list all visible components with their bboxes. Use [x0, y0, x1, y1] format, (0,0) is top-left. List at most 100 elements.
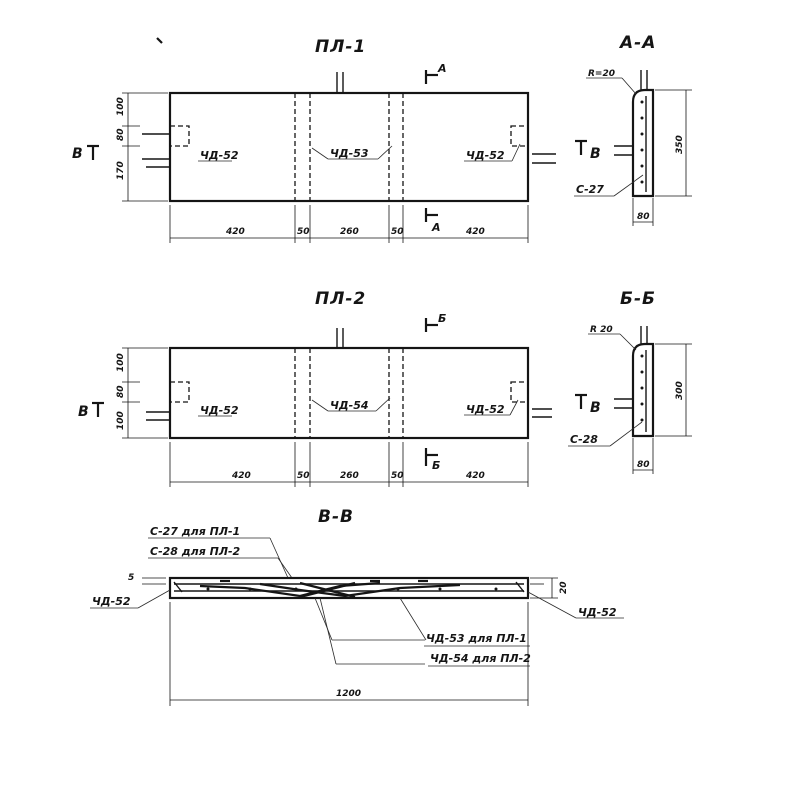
sec-a-outline	[631, 88, 655, 198]
svg-text:420: 420	[231, 471, 251, 481]
section-b-b: Б-Б R 20 В С-28 300	[568, 289, 692, 474]
pl1-dim-chain-left: 100 80 170	[116, 92, 168, 202]
svg-text:5: 5	[128, 573, 134, 583]
sec-a-radius-leader	[621, 77, 637, 95]
svg-text:260: 260	[340, 227, 359, 237]
sec-v-mark-right-leader	[527, 591, 577, 619]
pl1-title: ПЛ-1	[315, 37, 366, 57]
svg-text:80: 80	[116, 128, 126, 141]
svg-text:80: 80	[637, 212, 650, 222]
sec-b-radius: R 20	[590, 325, 613, 335]
pl1-plate-right	[510, 125, 529, 147]
pl1-dim-chain-bottom: 420 50 260 50 420	[169, 205, 529, 243]
pl2-plate-right	[510, 381, 529, 403]
svg-text:В: В	[590, 146, 601, 162]
sec-v-cover-dim: 5	[128, 573, 166, 585]
sec-a-rebar-dots	[640, 100, 644, 184]
sec-a-radius: R=20	[588, 69, 615, 79]
sec-v-mark-left: ЧД-52	[92, 595, 131, 608]
svg-text:В: В	[590, 400, 601, 416]
pl1-mark-left: ЧД-52	[200, 149, 239, 162]
pl2-mark-center-leader	[375, 397, 391, 412]
sec-v-note-mesh-pl2: С-28 для ПЛ-2	[150, 545, 241, 558]
pl1-view-mark: В	[72, 144, 99, 162]
pl2-cut-bottom: Б	[424, 448, 440, 472]
pl2-dim-chain-bottom: 420 50 260 50 420	[169, 442, 529, 487]
stray-mark	[156, 37, 163, 44]
svg-text:80: 80	[637, 460, 650, 470]
sec-v-cross-bar-2	[299, 581, 356, 599]
svg-text:260: 260	[340, 471, 359, 481]
svg-text:А: А	[437, 62, 447, 75]
sec-a-title: А-А	[618, 33, 656, 53]
svg-text:А: А	[431, 221, 441, 234]
pl2-slab-outline	[168, 346, 530, 440]
svg-text:80: 80	[116, 385, 126, 398]
pl1-mark-right-leader	[511, 143, 521, 162]
sec-b-title: Б-Б	[620, 289, 656, 309]
sec-v-length-dim: 1200	[169, 602, 529, 706]
sec-v-mark-left-leader	[137, 589, 171, 609]
svg-text:50: 50	[391, 227, 404, 237]
svg-text:100: 100	[116, 353, 126, 372]
pl1-mark-right: ЧД-52	[466, 149, 505, 162]
sec-v-thickness-dim: 20	[530, 577, 569, 599]
sec-v-bar-leader-1	[314, 597, 333, 641]
sec-b-view-mark: В	[575, 393, 601, 416]
pl1-mark-center: ЧД-53	[330, 147, 369, 160]
sec-b-height-dim: 300	[655, 343, 692, 437]
sec-v-note-bar-pl1: ЧД-53 для ПЛ-1	[426, 632, 527, 645]
sec-v-diagonal-bar-2	[259, 582, 461, 598]
pl2-dim-chain-left: 100 80 100	[116, 347, 168, 439]
plan-pl2: ПЛ-2 Б Б В ЧД-52 ЧД-54	[78, 289, 552, 487]
sec-b-mesh: С-28	[570, 433, 598, 446]
svg-text:Б: Б	[432, 459, 440, 472]
pl1-cut-top: А	[424, 62, 447, 84]
svg-text:В: В	[78, 404, 89, 420]
pl2-title: ПЛ-2	[315, 289, 366, 309]
sec-v-title: В-В	[318, 507, 354, 527]
svg-text:1200: 1200	[336, 689, 361, 699]
sec-a-height-dim: 350	[655, 89, 692, 197]
svg-text:Б: Б	[438, 312, 446, 325]
sec-b-mesh-leader	[609, 421, 643, 447]
pl1-mark-center-leader-2	[311, 147, 329, 160]
pl2-mark-left: ЧД-52	[200, 404, 239, 417]
sec-v-slab-outline	[168, 576, 530, 600]
svg-text:50: 50	[297, 227, 310, 237]
sec-v-note-leader-2	[277, 557, 293, 579]
sec-v-note-mesh-pl1: С-27 для ПЛ-1	[150, 525, 240, 538]
sec-v-bar-leader-5	[399, 597, 427, 641]
sec-v-bar-leader-2	[319, 597, 337, 665]
sec-a-width-dim: 80	[632, 198, 654, 226]
pl2-cut-top: Б	[424, 312, 446, 332]
pl2-view-mark: В	[78, 401, 104, 420]
svg-text:100: 100	[116, 411, 126, 430]
sec-v-end-anchor-left	[173, 581, 183, 593]
sec-b-width-dim: 80	[632, 438, 654, 474]
sec-a-mesh: С-27	[576, 183, 604, 196]
svg-text:420: 420	[225, 227, 245, 237]
svg-text:420: 420	[465, 471, 485, 481]
svg-text:50: 50	[297, 471, 310, 481]
pl1-cut-bottom: А	[424, 208, 441, 234]
sec-b-outline	[631, 342, 655, 438]
svg-text:20: 20	[559, 581, 569, 594]
pl1-mark-center-leader	[377, 145, 393, 160]
sec-v-rebar-ticks	[206, 579, 498, 591]
svg-text:300: 300	[675, 381, 685, 400]
plan-pl1: ПЛ-1 А А В	[72, 37, 556, 243]
pl2-mark-right-leader	[509, 399, 519, 416]
sec-v-mark-right: ЧД-52	[578, 606, 617, 619]
svg-text:В: В	[72, 146, 83, 162]
pl2-plate-left	[169, 381, 190, 403]
pl2-mark-right: ЧД-52	[466, 403, 505, 416]
pl2-mark-center: ЧД-54	[330, 399, 369, 412]
pl1-plate-left	[169, 125, 190, 147]
pl1-slab-outline	[168, 91, 530, 203]
sec-b-radius-leader	[619, 333, 637, 351]
pl2-mark-center-leader-2	[311, 399, 329, 412]
svg-text:420: 420	[465, 227, 485, 237]
section-v-v: В-В С-27 для ПЛ-1 С-28 для ПЛ-2	[90, 507, 624, 706]
